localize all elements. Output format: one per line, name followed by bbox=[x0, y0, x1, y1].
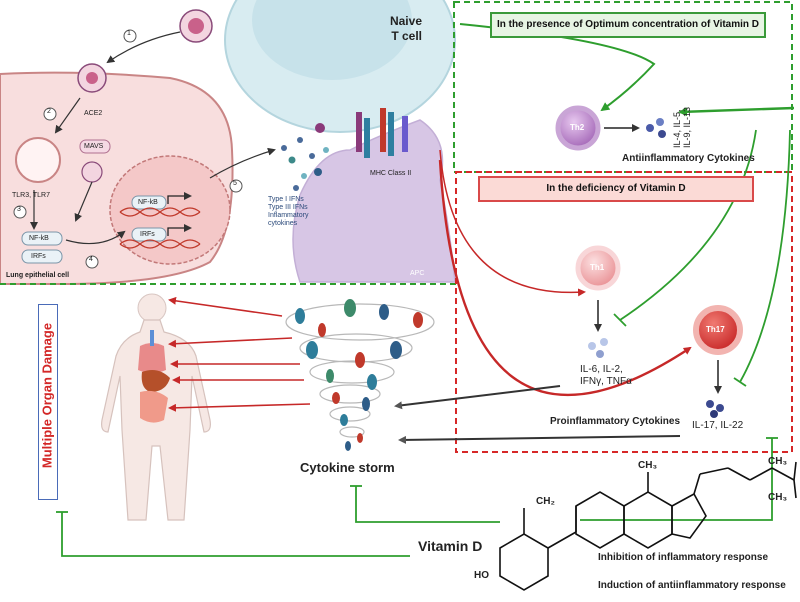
to-th17-arrow bbox=[438, 159, 692, 397]
ho-label: HO bbox=[474, 570, 489, 581]
step-5: 5 bbox=[233, 180, 237, 187]
human-body bbox=[101, 293, 211, 521]
inhibition-lines bbox=[56, 129, 791, 557]
step4-arrow bbox=[65, 230, 126, 245]
vitamin-d-structure bbox=[499, 461, 797, 591]
th1-cytokine-dots bbox=[588, 338, 608, 358]
ifn-line4: cytokines bbox=[268, 220, 298, 227]
mhc-label: MHC Class II bbox=[370, 170, 412, 177]
dna-icon bbox=[119, 192, 201, 249]
naive-label-line2: T cell bbox=[391, 29, 422, 43]
apc-label: APC bbox=[410, 270, 425, 277]
multiple-organ-damage-box bbox=[38, 304, 58, 500]
th2-cell bbox=[555, 105, 601, 151]
ch2-label: CH₂ bbox=[536, 496, 555, 507]
th17-cytokine-dots bbox=[706, 400, 724, 418]
step-3: 3 bbox=[17, 206, 21, 213]
proinflammatory-label: Proinflammatory Cytokines bbox=[550, 416, 681, 427]
th1-cytokines-line2: IFNγ, TNFα bbox=[580, 376, 632, 387]
inhibition-label: Inhibition of inflammatory response bbox=[598, 552, 769, 563]
induction-label: Induction of antiinflammatory response bbox=[598, 580, 786, 591]
ch3-b-label: CH₃ bbox=[768, 492, 788, 503]
optimum-panel-border bbox=[453, 1, 793, 173]
nfkb-label: NF-kB bbox=[29, 235, 49, 242]
apc-cell bbox=[292, 119, 456, 283]
released-cytokines bbox=[281, 137, 329, 191]
th17-cytokines: IL-17, IL-22 bbox=[692, 420, 744, 431]
tornado-cytokines bbox=[295, 299, 423, 451]
step2-arrow bbox=[54, 97, 81, 134]
th17-to-storm-arrow bbox=[398, 435, 681, 444]
nucleus-nfkb-label: NF-kB bbox=[138, 199, 158, 206]
vitd-to-th2-arrow bbox=[678, 106, 795, 117]
th2-cytokines-line2: IL-9, IL-13 bbox=[682, 106, 692, 148]
th2-cytokines: IL-4, IL-5, IL-9, IL-13 bbox=[672, 107, 692, 148]
naive-label-line1: Naive bbox=[389, 14, 422, 28]
naive-t-cell-label: Naive T cell bbox=[362, 14, 422, 44]
step-1: 1 bbox=[127, 30, 131, 37]
storm-to-organ-arrows bbox=[168, 296, 311, 412]
th17-label: Th17 bbox=[706, 325, 725, 334]
cytokine-storm-label: Cytokine storm bbox=[300, 460, 395, 475]
irfs-label: IRFs bbox=[31, 253, 46, 260]
th2-cytokine-dots bbox=[646, 118, 666, 138]
th1-cytokines: IL-6, IL-2, IFNγ, TNFα bbox=[580, 364, 632, 388]
step-4: 4 bbox=[89, 256, 93, 263]
deficiency-panel-border bbox=[455, 171, 793, 453]
step5-arrow bbox=[209, 147, 276, 179]
lung-cell-label: Lung epithelial cell bbox=[6, 272, 70, 279]
th17-cell bbox=[693, 305, 743, 355]
multiple-organ-damage-text: Multiple Organ Damage bbox=[39, 322, 55, 469]
th1-cell bbox=[575, 245, 621, 291]
ch3-a-label: CH₃ bbox=[768, 456, 788, 467]
optimum-vitd-title: In the presence of Optimum concentration… bbox=[490, 12, 766, 38]
antiinflammatory-label: Antiinflammatory Cytokines bbox=[622, 153, 755, 164]
ifn-line2: Type III IFNs bbox=[268, 204, 308, 211]
signal-pills bbox=[21, 139, 167, 264]
virus-icon bbox=[179, 9, 213, 43]
vitamin-d-label: Vitamin D bbox=[418, 538, 483, 554]
to-th1-arrow bbox=[439, 149, 586, 297]
ifn-line3: Inflammatory bbox=[268, 212, 309, 219]
step-circles bbox=[13, 29, 243, 269]
th1-to-storm-arrow bbox=[394, 385, 561, 410]
th2-label: Th2 bbox=[570, 123, 585, 132]
nucleus-irfs-label: IRFs bbox=[140, 231, 155, 238]
ifn-label: Type I IFNs Type III IFNs Inflammatory c… bbox=[268, 196, 308, 228]
deficiency-vitd-title: In the deficiency of Vitamin D bbox=[478, 176, 754, 202]
multiple-organ-damage: Multiple Organ Damage bbox=[36, 300, 56, 500]
naive-t-cell bbox=[224, 0, 456, 133]
mhc-receptors bbox=[315, 108, 408, 158]
mavs-label: MAVS bbox=[84, 143, 104, 150]
ace2-label: ACE2 bbox=[84, 110, 103, 117]
virus-bound-icon bbox=[77, 63, 107, 93]
th1-label: Th1 bbox=[590, 263, 605, 272]
step-2: 2 bbox=[47, 108, 51, 115]
virus-endosome-icon bbox=[81, 161, 103, 183]
th2-cytokines-line1: IL-4, IL-5, bbox=[672, 109, 682, 148]
tlr-label: TLR3, TLR7 bbox=[12, 192, 50, 199]
mavs-arrow bbox=[74, 181, 93, 222]
cytokine-storm-tornado bbox=[285, 303, 435, 438]
th1-cytokines-line1: IL-6, IL-2, bbox=[580, 364, 623, 375]
step1-arrow bbox=[106, 31, 181, 64]
ifn-line1: Type I IFNs bbox=[268, 196, 304, 203]
ch3-top-label: CH₃ bbox=[638, 460, 658, 471]
